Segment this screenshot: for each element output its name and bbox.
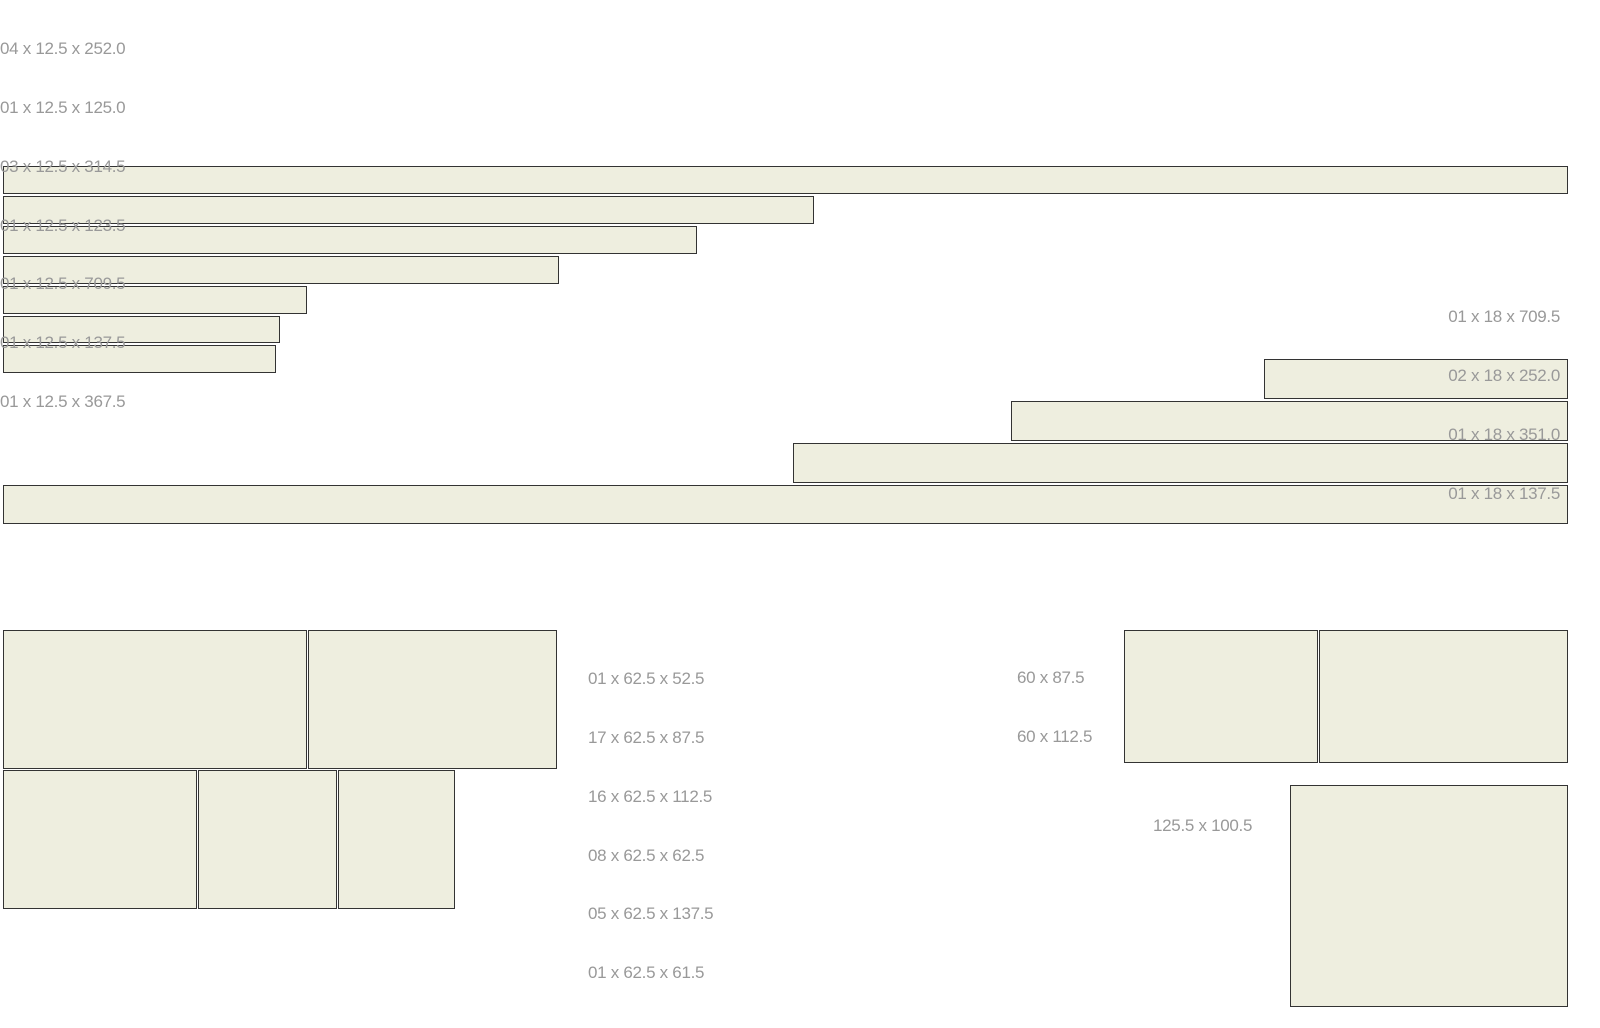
label: 05 x 62.5 x 137.5	[588, 904, 714, 924]
label: 04 x 12.5 x 252.0	[0, 39, 126, 59]
panel-piece	[198, 770, 337, 909]
sheets-list: 60 x 87.5 60 x 112.5	[1017, 629, 1092, 766]
label: 02 x 18 x 252.0	[1448, 365, 1560, 385]
strips-large-list: 01 x 18 x 709.5 02 x 18 x 252.0 01 x 18 …	[1448, 268, 1560, 523]
sheet-piece	[1319, 630, 1568, 763]
large-strip-piece	[793, 443, 1568, 483]
panel-piece	[3, 630, 307, 769]
label: 16 x 62.5 x 112.5	[588, 786, 713, 806]
label: 01 x 62.5 x 61.5	[588, 963, 705, 983]
label: 01 x 12.5 x 709.5	[0, 274, 126, 294]
label: 01 x 18 x 351.0	[1448, 424, 1560, 444]
panels-list: 01 x 62.5 x 52.5 17 x 62.5 x 87.5 16 x 6…	[588, 630, 714, 1002]
large-strip-piece	[1264, 359, 1568, 399]
strip-piece	[3, 345, 276, 373]
large-strip-piece	[3, 485, 1568, 524]
label: 01 x 12.5 x 367.5	[0, 391, 126, 411]
strips-small-list: 04 x 12.5 x 252.0 01 x 12.5 x 125.0 03 x…	[0, 0, 126, 431]
sheet-piece	[1124, 630, 1318, 763]
label: 01 x 12.5 x 137.5	[0, 333, 126, 353]
label: 60 x 87.5	[1017, 668, 1085, 688]
strip-piece	[3, 316, 280, 343]
strip-piece	[3, 226, 697, 254]
strip-piece	[3, 256, 559, 284]
label: 01 x 18 x 137.5	[1448, 483, 1560, 503]
panel-piece	[3, 770, 197, 909]
label: 17 x 62.5 x 87.5	[588, 727, 705, 747]
label: 01 x 12.5 x 125.0	[0, 97, 126, 117]
strip-piece	[3, 166, 1568, 194]
label: 01 x 12.5 x 123.5	[0, 215, 126, 235]
strip-piece	[3, 286, 307, 314]
label: 08 x 62.5 x 62.5	[588, 845, 705, 865]
label: 01 x 18 x 709.5	[1448, 307, 1560, 327]
panel-piece	[308, 630, 557, 769]
label: 03 x 12.5 x 314.5	[0, 156, 126, 176]
large-strip-piece	[1011, 401, 1568, 441]
label: 01 x 62.5 x 52.5	[588, 669, 705, 689]
strip-piece	[3, 196, 814, 224]
board-label: 125.5 x 100.5	[1153, 816, 1253, 835]
panel-piece	[338, 770, 455, 909]
label: 60 x 112.5	[1017, 726, 1093, 746]
board-piece	[1290, 785, 1568, 1007]
